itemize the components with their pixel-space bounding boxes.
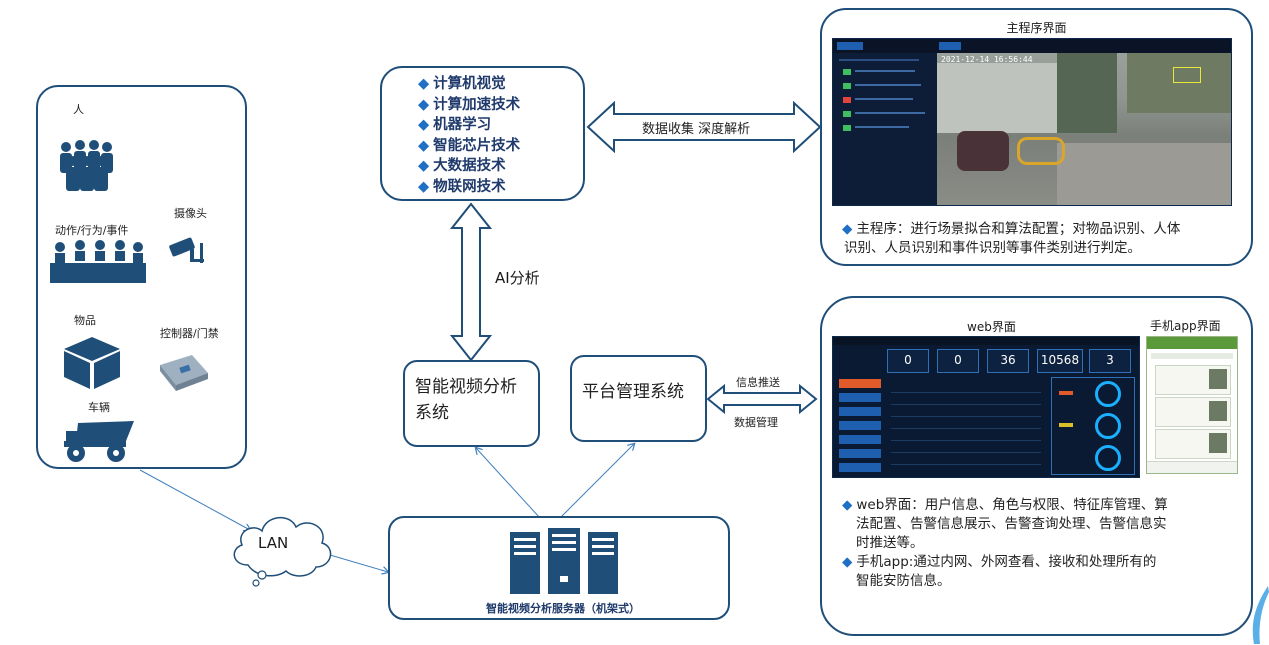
camera-label: 摄像头: [174, 207, 207, 220]
table-row: [891, 431, 1041, 441]
table-row: [891, 443, 1041, 453]
item-label: 物品: [74, 314, 96, 327]
gauge: [1095, 445, 1121, 471]
stat-card: 36: [987, 349, 1029, 373]
main-program-desc: ◆主程序：进行场景拟合和算法配置；对物品识别、人体 识别、人员识别和事件识别等事…: [842, 221, 1181, 256]
controller-label: 控制器/门禁: [160, 327, 219, 340]
vehicle-label: 车辆: [88, 401, 110, 414]
tech-item: ◆计算机视觉: [418, 76, 506, 92]
app-desc-line1: 手机app:通过内网、外网查看、接收和处理所有的: [856, 554, 1157, 570]
feed-timestamp: 2021-12-14 16:56:44: [941, 55, 1033, 64]
main-program-title: 主程序界面: [1006, 21, 1067, 35]
people-group-icon: [60, 140, 113, 191]
camera-feed: 2021-12-14 16:56:44: [937, 53, 1231, 205]
sources-panel: 人 动作/行为/事件 摄像头 物品 控制器/门禁: [36, 85, 247, 469]
web-desc-line3: 时推送等。: [856, 535, 924, 551]
main-program-panel: 主程序界面 2021-12-14 16:: [820, 8, 1253, 266]
table-row: [891, 395, 1041, 405]
table-row: [891, 419, 1041, 429]
server-rack-icon: [510, 528, 618, 594]
nav-item[interactable]: [839, 449, 881, 458]
person-label: 人: [73, 103, 84, 116]
camera-icon: [169, 237, 204, 263]
table-row: [891, 407, 1041, 417]
toolbar-button[interactable]: [837, 42, 863, 50]
alert-card[interactable]: [1155, 397, 1231, 427]
tech-item: ◆计算加速技术: [418, 96, 521, 113]
alert-card[interactable]: [1155, 429, 1231, 459]
dump-truck-icon: [64, 421, 134, 462]
stat-card: 10568: [1037, 349, 1083, 373]
ai-analysis-label: AI分析: [495, 269, 540, 287]
server-box: 智能视频分析服务器（机架式）: [388, 516, 730, 620]
table-row: [891, 383, 1041, 393]
app-title: 手机app界面: [1150, 319, 1221, 333]
stat-card: 0: [937, 349, 979, 373]
lan-label: LAN: [258, 534, 289, 552]
video-system-line1: 智能视频分析: [415, 377, 517, 397]
main-program-screenshot: 2021-12-14 16:56:44: [832, 38, 1232, 206]
video-system-line2: 系统: [415, 403, 449, 423]
info-push-label: 信息推送: [736, 376, 780, 389]
web-app-desc: ◆web界面：用户信息、角色与权限、特征库管理、算 法配置、告警信息展示、告警查…: [842, 497, 1168, 589]
web-title: web界面: [967, 320, 1016, 334]
video-analysis-system-box: 智能视频分析 系统: [403, 360, 540, 447]
web-dashboard-screenshot: 0 0 36 10568 3: [832, 336, 1140, 478]
toolbar: [833, 39, 1231, 54]
nav-item[interactable]: [839, 463, 881, 472]
web-desc-line2: 法配置、告警信息展示、告警查询处理、告警信息实: [856, 516, 1167, 532]
corner-decoration: [1252, 586, 1269, 644]
tech-box: ◆计算机视觉 ◆计算加速技术 ◆机器学习 ◆智能芯片技术 ◆大数据技术 ◆物联网…: [380, 66, 585, 201]
nav-item[interactable]: [839, 421, 881, 430]
toolbar-button[interactable]: [939, 42, 961, 50]
server-label: 智能视频分析服务器（机架式）: [486, 602, 640, 615]
tech-item: ◆智能芯片技术: [418, 137, 521, 154]
stat-card: 0: [887, 349, 929, 373]
data-management-label: 数据管理: [734, 416, 778, 429]
platform-management-box: 平台管理系统: [570, 355, 707, 442]
alert-card[interactable]: [1155, 365, 1231, 395]
meeting-icon: [50, 240, 146, 283]
web-app-panel: web界面 手机app界面 0 0 36 10568 3: [820, 296, 1253, 636]
gauge: [1095, 381, 1121, 407]
nav-item[interactable]: [839, 407, 881, 416]
controller-icon: [160, 355, 208, 391]
gauge: [1095, 413, 1121, 439]
platform-web-arrow: [706, 384, 818, 414]
action-label: 动作/行为/事件: [55, 224, 129, 237]
main-desc-line2: 识别、人员识别和事件识别等事件类别进行判定。: [844, 240, 1141, 256]
box-icon: [64, 337, 120, 389]
tech-item: ◆大数据技术: [418, 158, 506, 174]
table-row: [891, 455, 1041, 465]
tech-item: ◆物联网技术: [418, 178, 506, 195]
app-desc-line2: 智能安防信息。: [856, 573, 951, 589]
lan-cloud-icon: [233, 517, 332, 587]
nav-item[interactable]: [839, 379, 881, 388]
data-collection-label: 数据收集 深度解析: [642, 122, 751, 137]
mobile-app-screenshot: [1146, 336, 1238, 474]
nav-item[interactable]: [839, 393, 881, 402]
platform-label: 平台管理系统: [582, 382, 684, 402]
nav-item[interactable]: [839, 435, 881, 444]
device-tree: [833, 53, 937, 205]
main-desc-line1: 主程序：进行场景拟合和算法配置；对物品识别、人体: [856, 221, 1181, 237]
web-desc-line1: web界面：用户信息、角色与权限、特征库管理、算: [856, 497, 1168, 513]
tech-item: ◆机器学习: [418, 117, 492, 133]
stat-card: 3: [1089, 349, 1131, 373]
